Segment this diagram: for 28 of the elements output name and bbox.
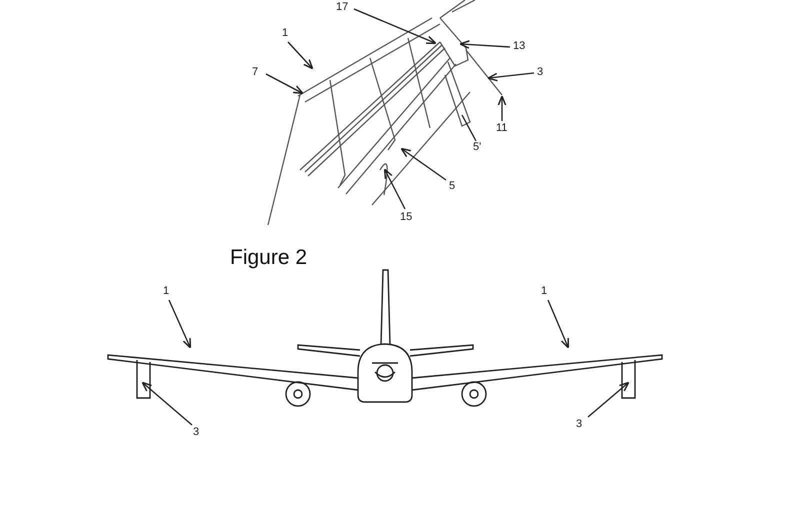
leader-line (354, 8, 437, 44)
leader-line (288, 42, 314, 70)
leader-line (266, 73, 304, 94)
callout-number: 5 (449, 180, 456, 192)
callout-number: 1 (541, 285, 548, 297)
callout-number: 15 (400, 211, 412, 223)
leader-line (459, 40, 510, 49)
leader-line (461, 114, 477, 142)
leader-line (142, 382, 192, 426)
figure-label: Figure 2 (230, 246, 308, 270)
callout-number: 3 (576, 418, 582, 430)
callout-number: 1 (282, 27, 288, 39)
callout-number: 3 (537, 66, 544, 78)
callout-number: 13 (513, 40, 526, 52)
leader-line (168, 300, 192, 349)
leader-line (588, 382, 630, 418)
callout-number: 1 (163, 285, 170, 297)
callout-number: 7 (252, 66, 258, 78)
leader-line (547, 300, 570, 349)
callout-number: 17 (336, 1, 348, 13)
callout-number: 3 (193, 426, 200, 438)
callout-number: 5' (473, 141, 482, 153)
leader-line (498, 95, 506, 121)
callout-number: 11 (496, 122, 508, 134)
leader-line (400, 148, 446, 181)
leader-line (487, 72, 534, 82)
leader-line (384, 168, 406, 210)
airplane-drawing (107, 269, 663, 407)
